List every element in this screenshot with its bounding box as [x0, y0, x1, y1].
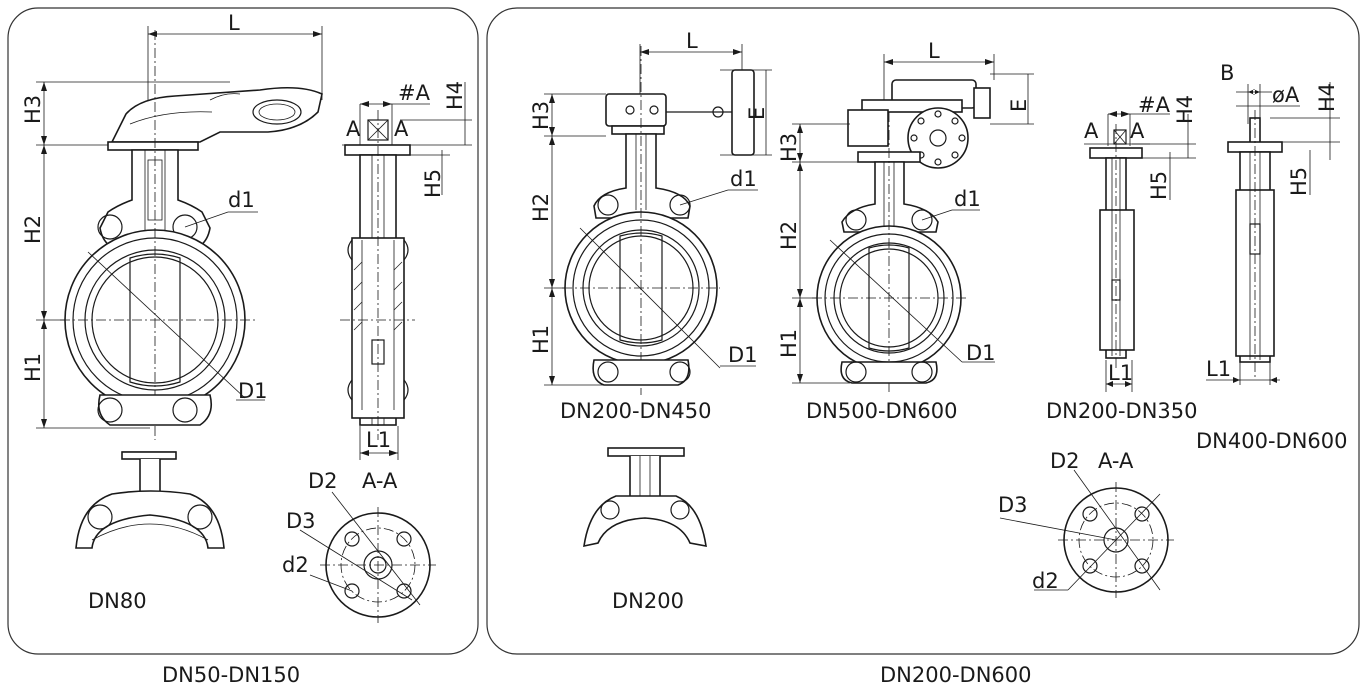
- label-l-dn500: L: [928, 39, 940, 63]
- label-l-dn200: L: [686, 29, 698, 53]
- label-aa-left: A-A: [362, 469, 398, 493]
- label-h2-dn500: H2: [777, 221, 801, 250]
- label-h2-dn200: H2: [529, 193, 553, 222]
- dn200-450-front-view: [544, 44, 772, 395]
- label-dn200: DN200: [612, 589, 684, 613]
- label-l1-dn200-350: L1: [1108, 361, 1133, 385]
- left-panel-border: [7, 7, 479, 655]
- label-phia: øA: [1272, 83, 1300, 107]
- label-D1-left: D1: [238, 379, 268, 403]
- label-h3-dn200: H3: [529, 101, 553, 130]
- dn200-detail: [583, 447, 707, 548]
- left-section-aa: [299, 491, 436, 623]
- label-D2-right: D2: [1050, 449, 1080, 473]
- label-h3-left: H3: [21, 95, 45, 124]
- label-h4-dn400: H4: [1315, 83, 1339, 112]
- label-D3-left: D3: [286, 509, 316, 533]
- label-a-left-1: A: [346, 117, 361, 141]
- label-l-left: L: [228, 11, 240, 35]
- caption-left: DN50-DN150: [162, 663, 300, 687]
- label-dn200-450: DN200-DN450: [560, 399, 712, 423]
- label-h5-dn400: H5: [1287, 167, 1311, 196]
- label-sqa-left: #A: [398, 81, 431, 105]
- label-a-left-2: A: [394, 117, 409, 141]
- label-b: B: [1220, 61, 1234, 85]
- label-dn500-600: DN500-DN600: [806, 399, 958, 423]
- dn400-600-side-view: [1206, 82, 1340, 385]
- caption-right: DN200-DN600: [880, 663, 1032, 687]
- label-h1-left: H1: [21, 353, 45, 382]
- dn50-side-view: [340, 82, 472, 460]
- label-d1-dn200: d1: [730, 167, 757, 191]
- label-d1-left: d1: [228, 188, 255, 212]
- label-D1-dn200: D1: [728, 343, 758, 367]
- label-h5-left: H5: [421, 169, 445, 198]
- label-l1-dn400: L1: [1206, 357, 1231, 381]
- label-h3-dn500: H3: [777, 133, 801, 162]
- label-h2-left: H2: [21, 215, 45, 244]
- label-D1-dn500: D1: [966, 341, 996, 365]
- label-h4-left: H4: [443, 81, 467, 110]
- label-D3-right: D3: [998, 493, 1028, 517]
- label-l1-left: L1: [366, 428, 391, 452]
- label-d1-dn500: d1: [954, 187, 981, 211]
- label-d2-right: d2: [1032, 569, 1059, 593]
- label-h1-dn500: H1: [777, 329, 801, 358]
- label-e-dn200: E: [745, 107, 769, 120]
- label-aa-right: A-A: [1098, 449, 1134, 473]
- label-dn400-600: DN400-DN600: [1196, 429, 1348, 453]
- label-h5-dn200-350: H5: [1147, 171, 1171, 200]
- label-a-right-1: A: [1084, 119, 1099, 143]
- label-d2-left: d2: [282, 553, 309, 577]
- dn500-600-front-view: [792, 54, 1034, 392]
- dn80-detail: [75, 451, 225, 549]
- dn200-350-side-view: [1084, 111, 1196, 392]
- label-e-dn500: E: [1007, 99, 1031, 112]
- label-dn200-350: DN200-DN350: [1046, 399, 1198, 423]
- dn50-front-view: [36, 26, 323, 440]
- label-h4-dn200-350: H4: [1173, 95, 1197, 124]
- label-sqa-right: #A: [1138, 93, 1171, 117]
- label-dn80: DN80: [88, 589, 147, 613]
- right-panel-border: [486, 7, 1360, 655]
- label-a-right-2: A: [1130, 119, 1145, 143]
- right-section-aa: [999, 469, 1174, 598]
- label-h1-dn200: H1: [529, 325, 553, 354]
- label-D2-left: D2: [308, 469, 338, 493]
